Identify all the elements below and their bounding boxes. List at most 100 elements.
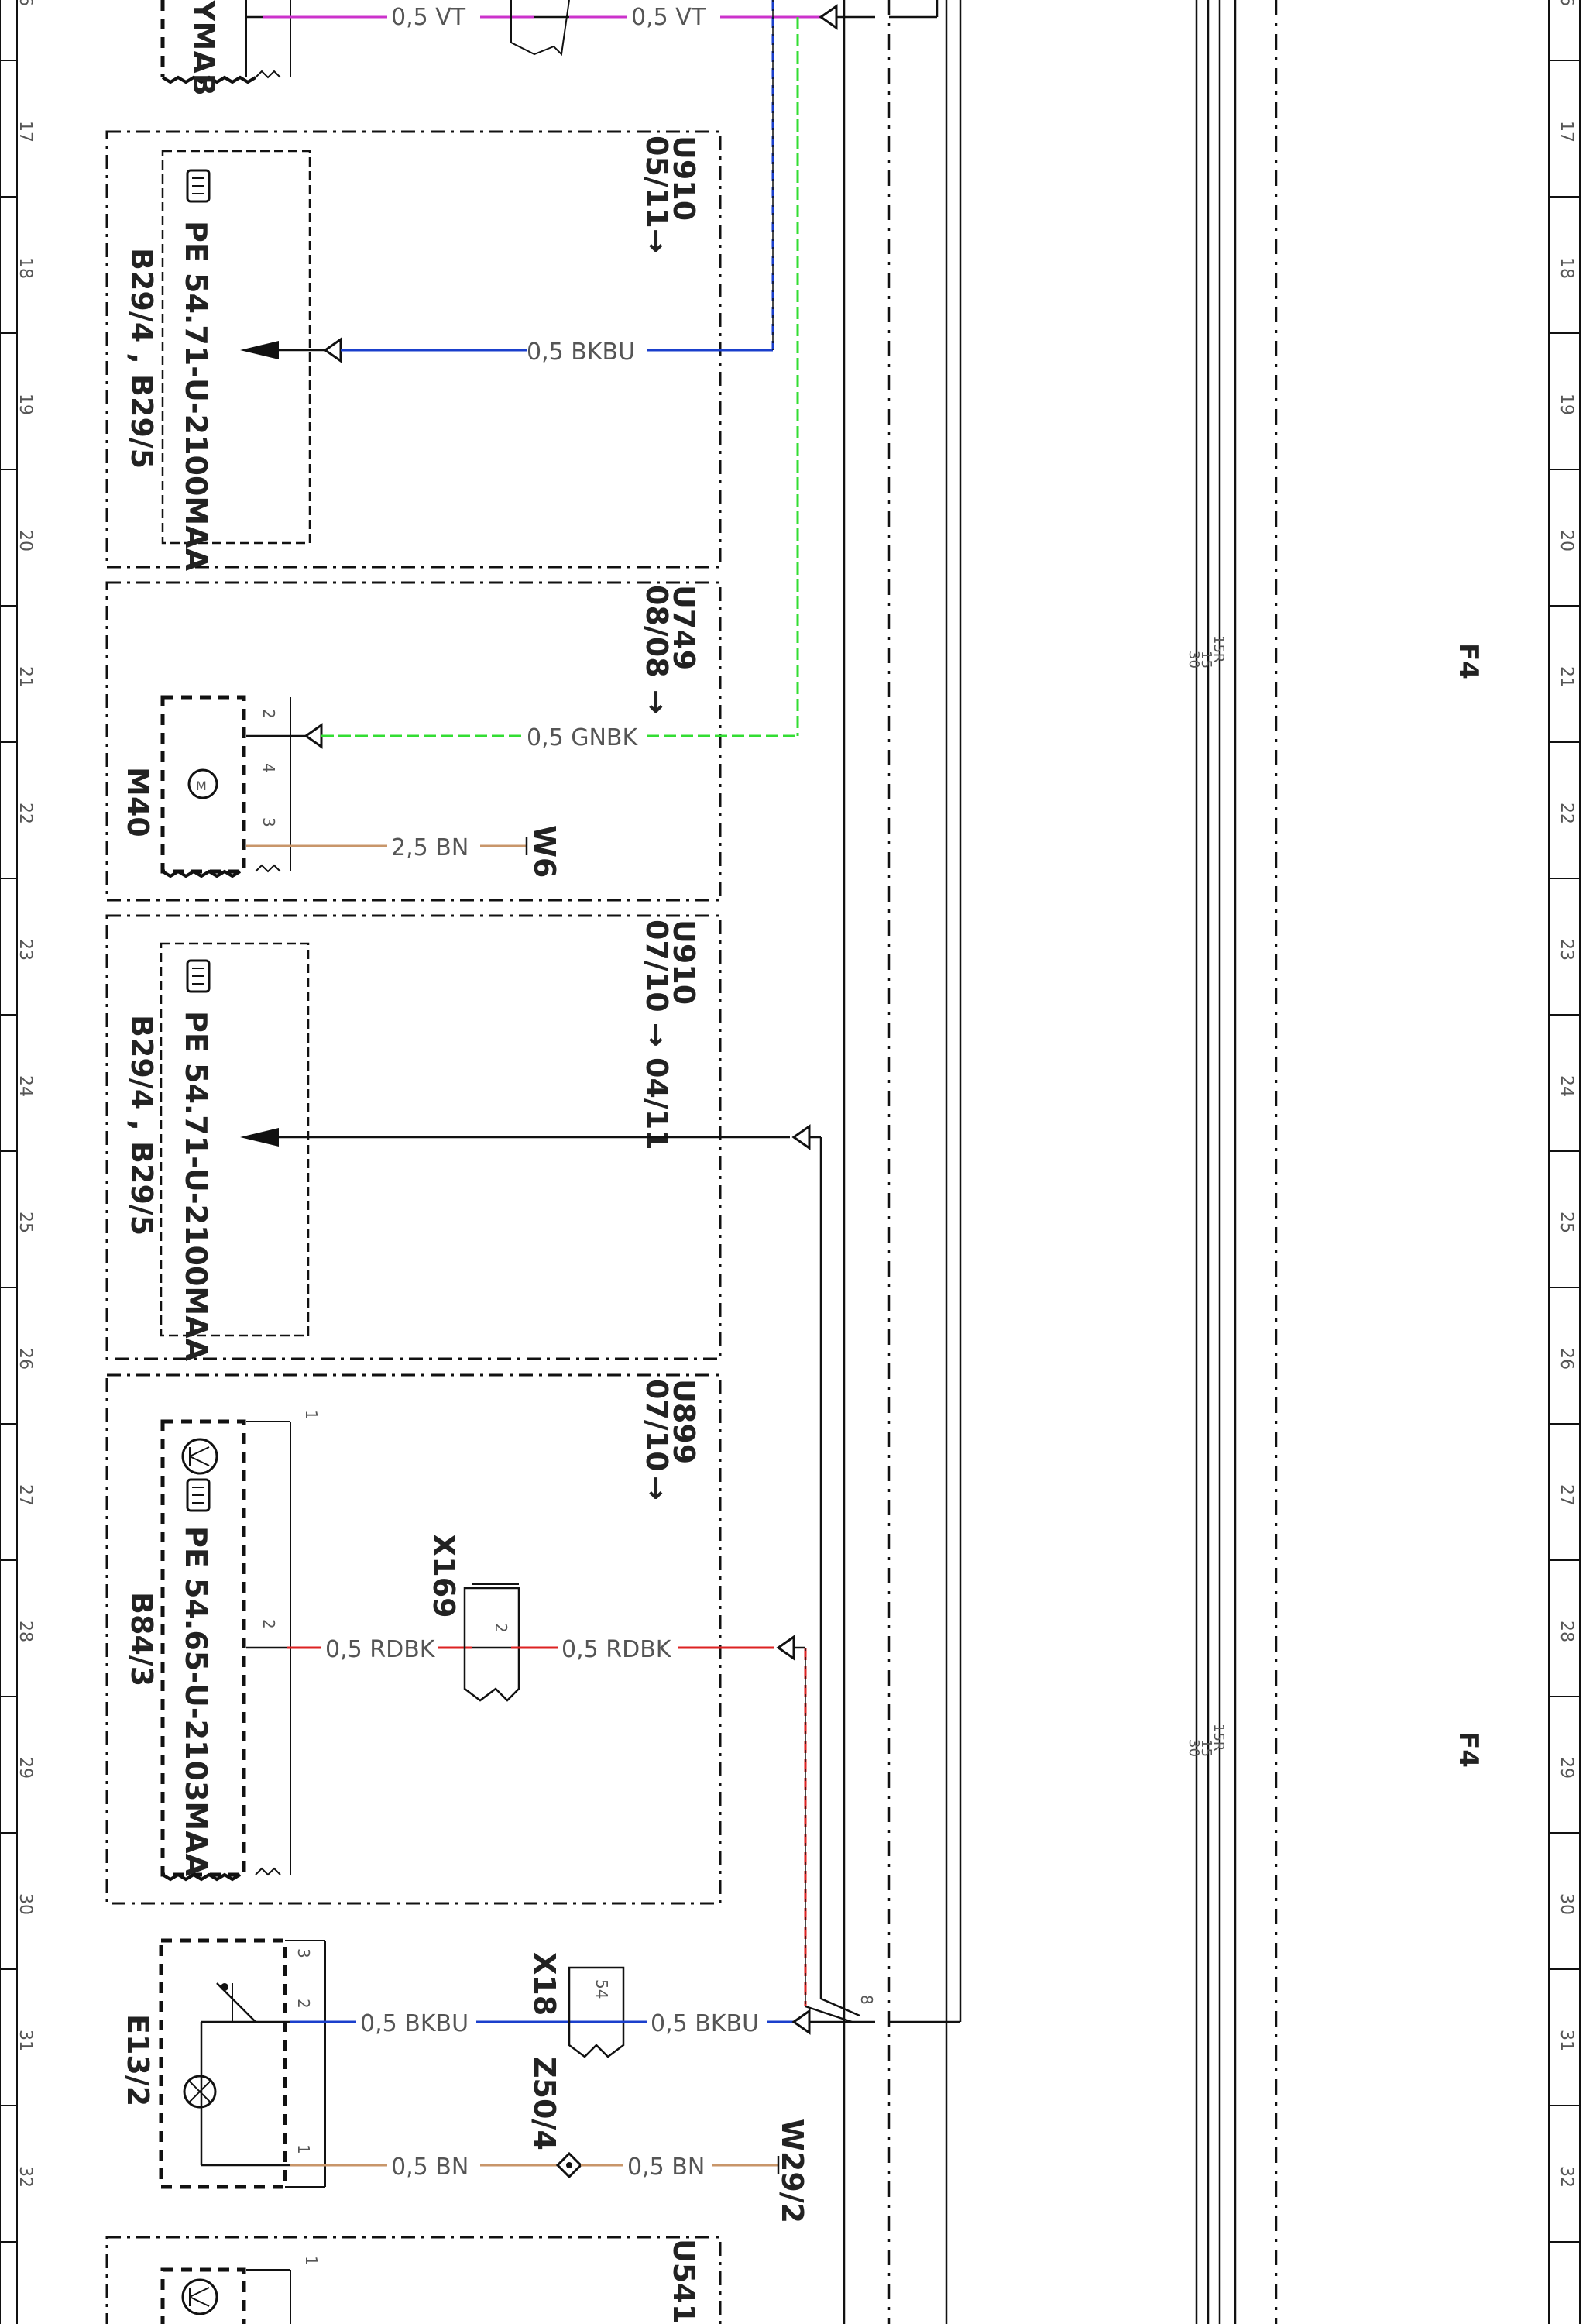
grid-number: 32: [1557, 2166, 1576, 2188]
svg-text:M: M: [196, 779, 207, 793]
bus-label-30: 30: [1186, 651, 1202, 669]
grid-number: 25: [15, 1212, 35, 1233]
hand-pointer-icon: [186, 959, 211, 993]
component-m40: M40: [121, 767, 155, 837]
module-u910-b: U910 07/10 → 04/11 PE 54.71-U-2100MAA B2…: [105, 914, 860, 2017]
switch-e13-2: 3 2 1 E13/2 0,5 BKBU 54 X18 0,5 BKBU: [121, 1938, 960, 2223]
grid-number: 31: [1557, 2030, 1576, 2051]
ymab-component: YMAB: [160, 0, 291, 96]
wire-label-bkbu-left: 0,5 BKBU: [360, 2010, 469, 2037]
module-ref: PE 54.71-U-2100MAA: [179, 1011, 213, 1362]
module-arrow: →: [640, 229, 674, 253]
module-ref: PE 54.65-U-2103MAA: [179, 1526, 213, 1877]
module-u749: U749 08/08 → M M40 2 4 3 0,5 GNBK 2,5 BN…: [105, 17, 799, 902]
bus-label-15-2: 15: [1198, 1739, 1214, 1757]
module-date: 05/11: [640, 136, 674, 229]
wire-label-gnbk: 0,5 GNBK: [527, 724, 639, 751]
ymab-label: YMAB: [187, 0, 221, 96]
pin-2b: 2: [492, 1623, 510, 1633]
grid-number: 24: [15, 1075, 35, 1097]
switch-icon: [200, 1982, 290, 2167]
fuse-label-f4-upper: F4: [1453, 643, 1484, 679]
pin-54: 54: [592, 1979, 611, 1999]
grid-number: 25: [1557, 1212, 1576, 1233]
module-date: 07/10: [640, 1379, 674, 1472]
module-date: 08/08: [640, 585, 674, 678]
left-grid-ruler: [0, 0, 18, 2324]
grid-number: 21: [15, 666, 35, 688]
module-sub: B84/3: [125, 1592, 159, 1686]
connector-x169: X169: [427, 1534, 461, 1618]
motor-icon: [187, 768, 218, 799]
wire-label-bkbu-right: 0,5 BKBU: [651, 2010, 759, 2037]
grid-number: 28: [15, 1621, 35, 1642]
grid-number: 19: [1557, 394, 1576, 415]
bus-label-15: 15: [1198, 651, 1214, 669]
top-vt-wire: 0,5 VT 0,5 VT: [263, 0, 939, 57]
module-u910-a: U910 05/11 → PE 54.71-U-2100MAA B29/4 , …: [105, 0, 774, 572]
module-code: U910: [667, 920, 701, 1005]
component-e13-2: E13/2: [121, 2014, 155, 2106]
module-code: U541: [667, 2239, 701, 2324]
grid-number: 23: [15, 939, 35, 961]
pin-3: 3: [294, 1948, 313, 1958]
grid-ticks: [0, 60, 1580, 2243]
module-u541: U541 1: [105, 2236, 722, 2324]
grid-number: 16: [1557, 0, 1576, 6]
bus-label-15r-2: 15R: [1210, 1724, 1227, 1751]
bus-label-30-2: 30: [1186, 1739, 1202, 1757]
bus-pin-8: 8: [857, 1995, 876, 2005]
hand-pointer-icon: [186, 169, 211, 203]
module-u899: U899 07/10 → PE 54.65-U-2103MAA B84/3 1 …: [105, 1373, 853, 2023]
grid-number: 22: [1557, 803, 1576, 824]
grid-labels: 1616171718181919202021212222232324242525…: [15, 0, 1576, 2188]
right-grid-ruler: [1548, 0, 1581, 2324]
grid-number: 18: [15, 257, 35, 279]
grid-number: 20: [15, 530, 35, 552]
grid-number: 30: [1557, 1893, 1576, 1915]
pin-1: 1: [294, 2144, 313, 2154]
grid-number: 27: [1557, 1484, 1576, 1506]
ground-w6: W6: [527, 825, 561, 878]
grid-number: 32: [15, 2166, 35, 2188]
connector-x18: X18: [527, 1952, 561, 2016]
grid-number: 31: [15, 2030, 35, 2051]
wire-label-rdbk-left: 0,5 RDBK: [325, 1636, 436, 1663]
module-ref: PE 54.71-U-2100MAA: [179, 221, 213, 572]
lamp-icon: [183, 2075, 217, 2109]
grid-number: 24: [1557, 1075, 1576, 1097]
top-wire-label-left: 0,5 VT: [391, 4, 466, 31]
transistor-icon: [181, 2278, 218, 2315]
wire-label-bn: 2,5 BN: [391, 834, 469, 861]
pin-2: 2: [259, 1619, 278, 1629]
grid-number: 26: [1557, 1348, 1576, 1370]
module-arrow: →: [640, 689, 674, 714]
grid-number: 19: [15, 394, 35, 415]
bus-label-15r: 15R: [1210, 635, 1227, 662]
grid-number: 17: [1557, 121, 1576, 143]
hand-pointer-icon: [186, 1478, 211, 1512]
bus-lines: [843, 0, 1278, 2324]
grid-number: 27: [15, 1484, 35, 1506]
pin-2: 2: [294, 1999, 313, 2009]
wire-label-bkbu: 0,5 BKBU: [527, 339, 635, 366]
splice-z50-4: Z50/4: [527, 2057, 561, 2150]
module-sub: B29/4 , B29/5: [125, 1015, 159, 1236]
module-code: U899: [667, 1379, 701, 1464]
grid-number: 26: [15, 1348, 35, 1370]
pin-3: 3: [259, 817, 278, 827]
grid-number: 29: [15, 1757, 35, 1779]
grid-number: 18: [1557, 257, 1576, 279]
module-date: 07/10 → 04/11: [640, 920, 674, 1150]
module-code: U749: [667, 585, 701, 670]
grid-number: 17: [15, 121, 35, 143]
module-sub: B29/4 , B29/5: [125, 248, 159, 469]
wire-label-bn-right: 0,5 BN: [627, 2154, 705, 2181]
ground-w29-2: W29/2: [775, 2119, 809, 2223]
module-code: U910: [667, 136, 701, 221]
splice-icon: [555, 2151, 583, 2179]
pin-1: 1: [302, 1410, 321, 1420]
module-arrow: →: [640, 1476, 674, 1501]
bus-labels-lower: 15R 15 30: [1186, 1724, 1227, 1757]
